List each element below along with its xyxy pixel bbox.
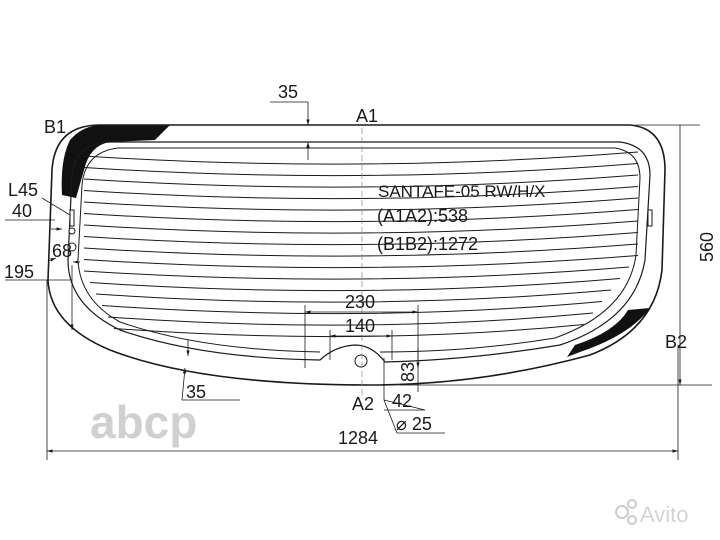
avito-watermark: Avito: [615, 499, 689, 527]
svg-text:Avito: Avito: [640, 502, 689, 527]
dim-42: 42: [392, 391, 412, 411]
spec-a1a2: (A1A2):538: [377, 206, 468, 226]
watermark-abcp: abcp: [90, 396, 197, 448]
label-b1: B1: [44, 117, 66, 137]
spec-b1b2: (B1B2):1272: [377, 234, 478, 254]
heating-line: [83, 266, 630, 280]
label-a2: A2: [352, 394, 374, 414]
dim-top-35: 35: [278, 82, 298, 102]
dim-1284: 1284: [338, 428, 378, 448]
wiper-hole: [354, 354, 368, 368]
heating-line: [83, 220, 639, 234]
terminal-left: [69, 209, 75, 227]
dim-83: 83: [398, 362, 418, 382]
heating-line: [83, 197, 639, 211]
dim-140: 140: [345, 316, 375, 336]
terminal-left-dot: [67, 242, 77, 252]
heating-area-edge: [118, 147, 641, 353]
glass-inner-edge: [67, 141, 651, 363]
ceramic-band-b1: [61, 125, 170, 198]
label-l45: L45: [8, 180, 38, 200]
dim-195: 195: [4, 262, 34, 282]
dim-diameter-25: ⌀ 25: [396, 414, 432, 434]
spec-model: SANTAFE-05 RW/H/X: [378, 182, 546, 201]
dim-230: 230: [345, 292, 375, 312]
label-a1: A1: [356, 106, 378, 126]
heating-line: [83, 232, 639, 246]
dim-68: 68: [52, 241, 72, 261]
heating-line: [89, 278, 621, 292]
heating-line: [83, 174, 639, 188]
heating-line: [83, 243, 639, 257]
heating-line: [83, 186, 639, 200]
heating-line: [107, 312, 594, 326]
dim-40: 40: [12, 201, 32, 221]
heating-line: [95, 289, 612, 303]
terminal-left-dot: [68, 227, 76, 235]
glass-outer-edge: [47, 124, 666, 386]
heating-line: [83, 255, 639, 269]
dimension-lines: [5, 101, 712, 460]
dim-560: 560: [697, 232, 717, 262]
label-b2: B2: [665, 332, 687, 352]
ceramic-band-b2: [567, 308, 650, 357]
heating-line: [83, 151, 639, 165]
heating-line: [83, 209, 639, 223]
terminal-right: [647, 209, 653, 227]
heating-line: [83, 163, 639, 177]
dim-bottom-35: 35: [186, 382, 206, 402]
heating-area-edge-left: [77, 147, 321, 353]
